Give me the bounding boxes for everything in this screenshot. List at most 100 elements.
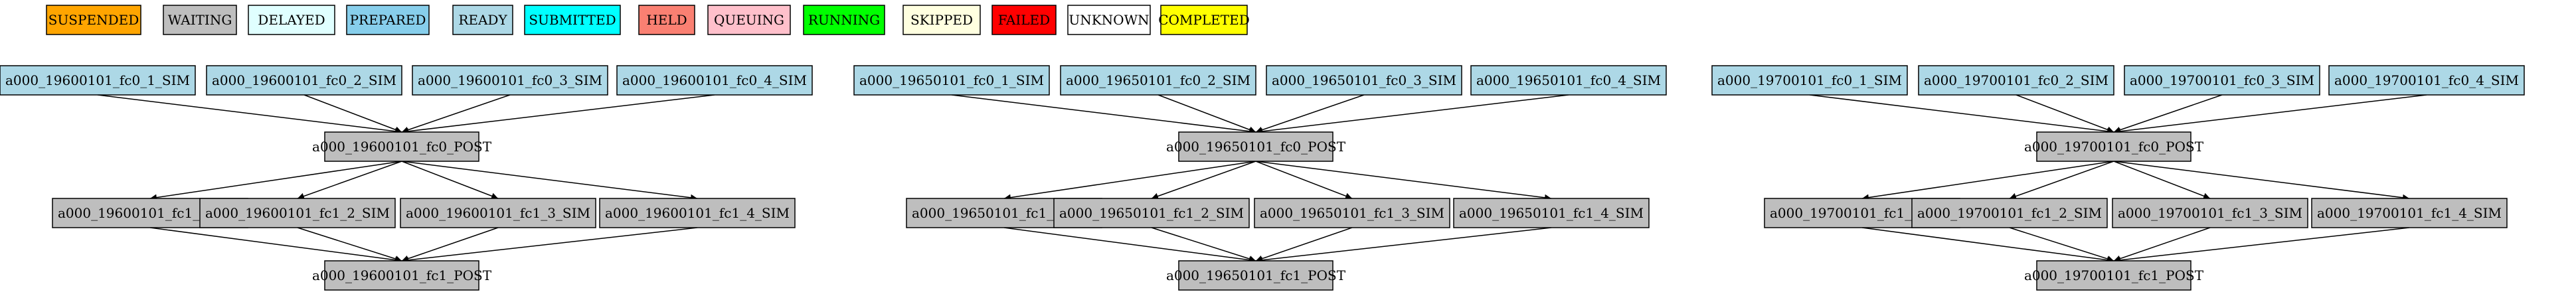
node-g1-fc1-sim-3[interactable]: a000_19650101_fc1_3_SIM (1254, 198, 1450, 228)
edge-g0-post0-to-fc1-3 (401, 161, 499, 200)
node-g0-fc1-sim-4-box (599, 198, 796, 228)
node-g0-fc0-sim-4-label: a000_19600101_fc0_4_SIM (622, 72, 807, 88)
node-g1-fc0-sim-4[interactable]: a000_19650101_fc0_4_SIM (1470, 65, 1667, 96)
edge-g2-post0-to-fc1-3 (2113, 161, 2211, 200)
node-g1-fc1-post[interactable]: a000_19650101_fc1_POST (1166, 260, 1346, 291)
edge-g1-post0-to-fc1-2 (1151, 161, 1256, 200)
node-g2-fc1-sim-3-label: a000_19700101_fc1_3_SIM (2118, 205, 2302, 221)
node-g0-fc0-sim-3-box (412, 65, 608, 96)
node-g0-fc0-sim-2[interactable]: a000_19600101_fc0_2_SIM (206, 65, 402, 96)
node-g2-fc0-post-label: a000_19700101_fc0_POST (2024, 139, 2204, 155)
node-g0-fc0-sim-1[interactable]: a000_19600101_fc0_1_SIM (0, 65, 196, 96)
legend: SUSPENDED WAITING DELAYED PREPARED READY SUBM… (46, 5, 1250, 35)
node-g1-fc0-post-label: a000_19650101_fc0_POST (1166, 139, 1346, 155)
node-g0-fc1-sim-2-box (199, 198, 396, 228)
node-g1-fc0-sim-3[interactable]: a000_19650101_fc0_3_SIM (1266, 65, 1462, 96)
node-g2-fc1-sim-3[interactable]: a000_19700101_fc1_3_SIM (2112, 198, 2308, 228)
node-g2-fc1-post-label: a000_19700101_fc1_POST (2024, 267, 2204, 283)
edge-g1-fc0-3-to-post0 (1255, 94, 1365, 133)
edge-g0-fc1-3-to-post1 (401, 227, 499, 262)
node-g2-fc1-sim-4[interactable]: a000_19700101_fc1_4_SIM (2311, 198, 2508, 228)
node-g2-fc1-post-box (2036, 260, 2191, 291)
node-g2-fc1-sim-4-label: a000_19700101_fc1_4_SIM (2317, 205, 2502, 221)
legend-ready-box (452, 5, 513, 35)
edge-g2-fc1-4-to-post1 (2113, 227, 2410, 263)
node-g2-fc1-sim-2-label: a000_19700101_fc1_2_SIM (1917, 205, 2102, 221)
legend-failed-label: FAILED (998, 12, 1050, 28)
edge-g0-post0-to-fc1-1 (149, 161, 402, 201)
node-g0-fc1-sim-3-box (400, 198, 596, 228)
edge-g0-fc1-1-to-post1 (149, 227, 402, 263)
edge-g1-fc1-4-to-post1 (1255, 227, 1552, 263)
node-g0-fc1-post-label: a000_19600101_fc1_POST (312, 267, 492, 283)
edge-g0-fc0-4-to-post0 (401, 94, 715, 135)
legend-failed[interactable]: FAILED (991, 5, 1057, 35)
edge-g0-fc0-3-to-post0 (401, 94, 511, 133)
node-g0-fc0-sim-1-label: a000_19600101_fc0_1_SIM (5, 72, 190, 88)
node-g1-fc1-sim-4-box (1453, 198, 1650, 228)
legend-unknown[interactable]: UNKNOWN (1067, 5, 1151, 35)
node-g0-fc0-post-box (324, 131, 479, 162)
legend-unknown-label: UNKNOWN (1069, 12, 1149, 28)
legend-waiting[interactable]: WAITING (163, 5, 237, 35)
legend-running-box (803, 5, 885, 35)
node-g2-fc0-sim-3[interactable]: a000_19700101_fc0_3_SIM (2124, 65, 2320, 96)
node-g0-fc0-sim-3-label: a000_19600101_fc0_3_SIM (418, 72, 602, 88)
legend-running[interactable]: RUNNING (803, 5, 885, 35)
node-g1-fc0-sim-2-box (1060, 65, 1256, 96)
edge-g0-fc0-1-to-post0 (97, 94, 402, 135)
node-g2-fc1-sim-2[interactable]: a000_19700101_fc1_2_SIM (1911, 198, 2108, 228)
node-g0-fc0-sim-2-box (206, 65, 402, 96)
edges-layer (97, 94, 2427, 263)
nodes-layer: a000_19600101_fc0_1_SIM a000_19600101_fc0… (0, 65, 2525, 291)
legend-delayed[interactable]: DELAYED (248, 5, 335, 35)
node-g2-fc0-post[interactable]: a000_19700101_fc0_POST (2024, 131, 2204, 162)
edge-g1-fc0-4-to-post0 (1255, 94, 1569, 135)
node-g1-fc0-sim-4-box (1470, 65, 1667, 96)
legend-skipped-label: SKIPPED (910, 12, 973, 28)
legend-prepared[interactable]: PREPARED (346, 5, 430, 35)
node-g2-fc0-sim-2[interactable]: a000_19700101_fc0_2_SIM (1918, 65, 2114, 96)
node-g2-fc0-post-box (2036, 131, 2191, 162)
legend-completed[interactable]: COMPLETED (1158, 5, 1250, 35)
node-g0-fc0-sim-3[interactable]: a000_19600101_fc0_3_SIM (412, 65, 608, 96)
node-g0-fc0-post-label: a000_19600101_fc0_POST (312, 139, 492, 155)
legend-queuing[interactable]: QUEUING (707, 5, 791, 35)
node-g1-fc1-sim-3-box (1254, 198, 1450, 228)
edge-g2-fc1-1-to-post1 (1861, 227, 2114, 263)
legend-suspended[interactable]: SUSPENDED (46, 5, 141, 35)
node-g0-fc1-sim-2[interactable]: a000_19600101_fc1_2_SIM (199, 198, 396, 228)
node-g0-fc0-post[interactable]: a000_19600101_fc0_POST (312, 131, 492, 162)
edge-g0-fc1-2-to-post1 (297, 227, 402, 262)
node-g1-fc0-sim-2[interactable]: a000_19650101_fc0_2_SIM (1060, 65, 1256, 96)
edge-g2-fc1-3-to-post1 (2113, 227, 2211, 262)
edge-g2-fc0-2-to-post0 (2016, 94, 2114, 133)
node-g1-fc0-sim-1[interactable]: a000_19650101_fc0_1_SIM (853, 65, 1050, 96)
node-g1-fc1-post-label: a000_19650101_fc1_POST (1166, 267, 1346, 283)
node-g2-fc0-sim-1[interactable]: a000_19700101_fc0_1_SIM (1711, 65, 1908, 96)
node-g1-fc0-post[interactable]: a000_19650101_fc0_POST (1166, 131, 1346, 162)
node-g1-fc1-sim-4[interactable]: a000_19650101_fc1_4_SIM (1453, 198, 1650, 228)
node-g2-fc1-post[interactable]: a000_19700101_fc1_POST (2024, 260, 2204, 291)
node-g0-fc0-sim-2-label: a000_19600101_fc0_2_SIM (212, 72, 396, 88)
node-g0-fc1-sim-4[interactable]: a000_19600101_fc1_4_SIM (599, 198, 796, 228)
legend-submitted[interactable]: SUBMITTED (524, 5, 621, 35)
legend-delayed-box (248, 5, 335, 35)
node-g0-fc1-sim-3-label: a000_19600101_fc1_3_SIM (406, 205, 590, 221)
node-g2-fc0-sim-4[interactable]: a000_19700101_fc0_4_SIM (2328, 65, 2525, 96)
node-g0-fc1-post[interactable]: a000_19600101_fc1_POST (312, 260, 492, 291)
legend-held-box (638, 5, 695, 35)
legend-held[interactable]: HELD (638, 5, 695, 35)
node-g1-fc0-sim-1-box (853, 65, 1050, 96)
legend-ready[interactable]: READY (452, 5, 513, 35)
node-g0-fc1-post-box (324, 260, 479, 291)
edge-g2-post0-to-fc1-2 (2009, 161, 2114, 200)
legend-suspended-box (46, 5, 141, 35)
legend-submitted-box (524, 5, 621, 35)
node-g0-fc0-sim-4[interactable]: a000_19600101_fc0_4_SIM (616, 65, 813, 96)
legend-completed-label: COMPLETED (1158, 12, 1250, 28)
legend-skipped[interactable]: SKIPPED (902, 5, 981, 35)
node-g0-fc1-sim-3[interactable]: a000_19600101_fc1_3_SIM (400, 198, 596, 228)
node-g1-fc1-sim-2[interactable]: a000_19650101_fc1_2_SIM (1053, 198, 1250, 228)
